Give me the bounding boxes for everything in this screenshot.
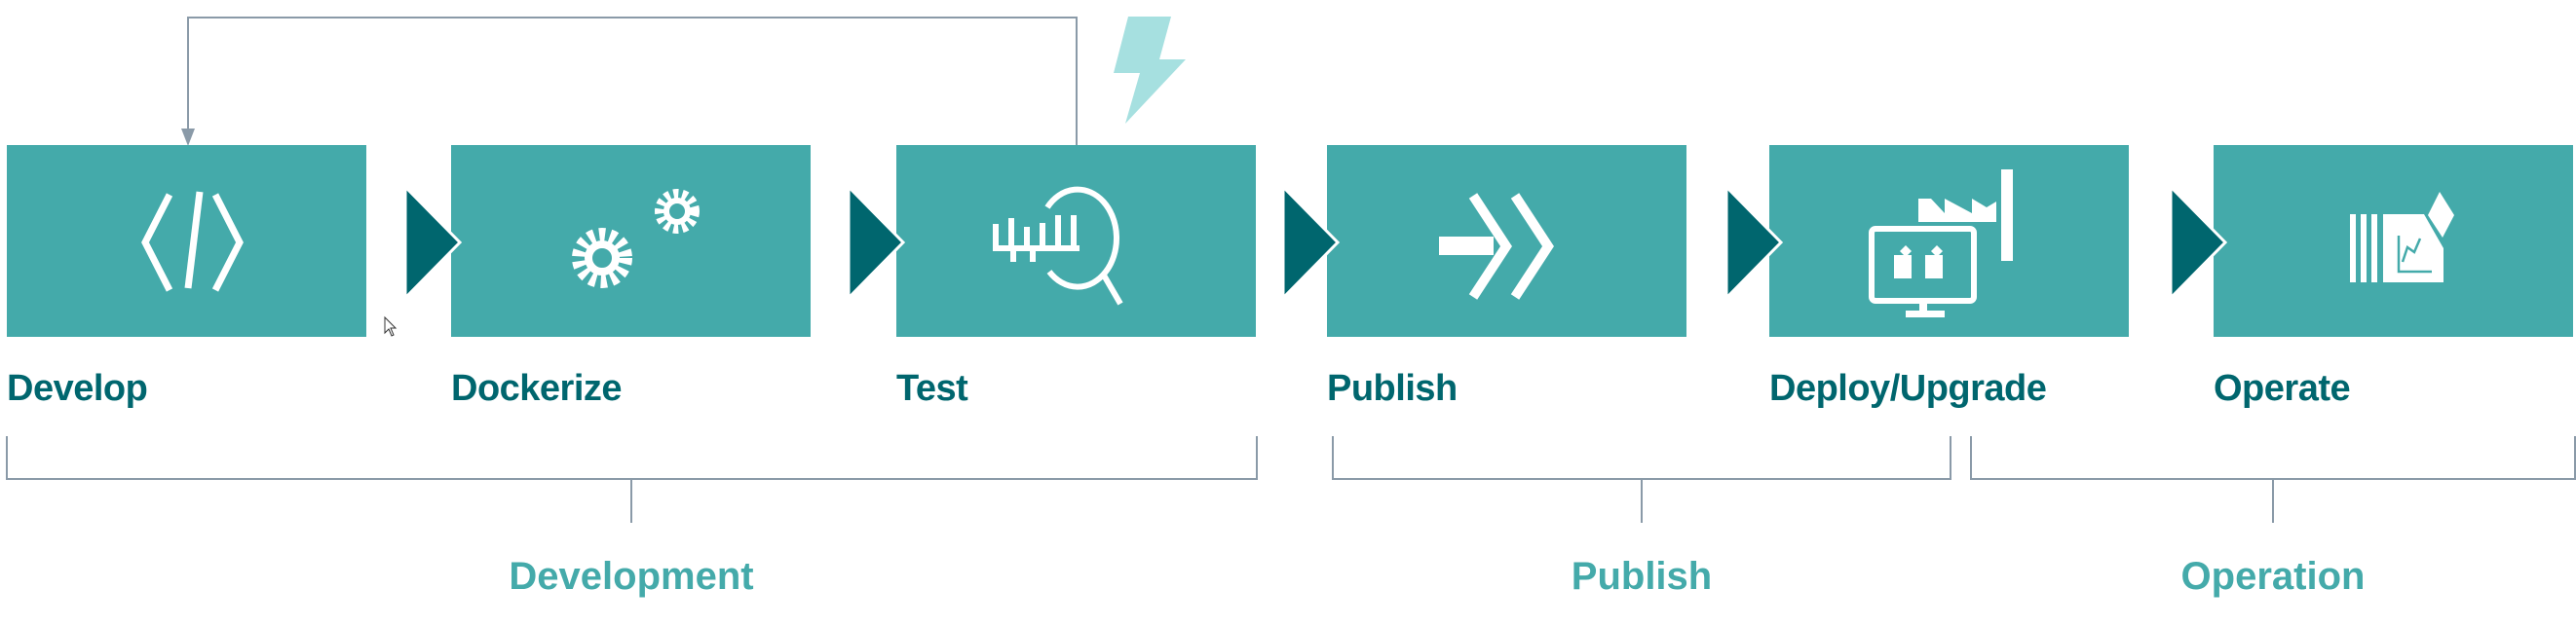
bracket-operation — [1970, 436, 2576, 523]
feedback-arrowhead — [181, 129, 195, 146]
step-label-operate: Operate — [2214, 368, 2351, 409]
step-label-test: Test — [896, 368, 968, 409]
bracket-development — [6, 436, 1258, 523]
chevron-arrow-4 — [1726, 187, 1784, 298]
factory-monitor-icon — [1869, 169, 2013, 317]
group-label-operation: Operation — [2180, 555, 2366, 598]
step-box-develop — [7, 145, 366, 337]
chevron-arrow-1 — [405, 187, 463, 298]
device-chart-icon — [2350, 192, 2454, 282]
chevron-arrow-2 — [849, 187, 906, 298]
mouse-cursor-icon — [384, 315, 398, 337]
step-label-deploy-upgrade: Deploy/Upgrade — [1769, 368, 2047, 409]
step-label-develop: Develop — [7, 368, 148, 409]
step-box-publish — [1327, 145, 1686, 337]
step-label-publish: Publish — [1327, 368, 1458, 409]
step-box-operate — [2214, 145, 2573, 337]
code-icon — [141, 191, 244, 292]
group-label-development: Development — [509, 555, 754, 598]
double-chevron-arrow-icon — [1439, 193, 1554, 300]
chart-magnifier-icon — [993, 186, 1123, 306]
chevron-arrow-3 — [1283, 187, 1341, 298]
group-label-publish: Publish — [1571, 555, 1713, 598]
step-box-deploy-upgrade — [1769, 145, 2129, 337]
bracket-publish — [1332, 436, 1951, 523]
lightning-icon — [1114, 17, 1186, 124]
chevron-arrow-5 — [2171, 187, 2228, 298]
gears-icon — [572, 189, 700, 288]
step-box-test — [896, 145, 1256, 337]
step-box-dockerize — [451, 145, 811, 337]
feedback-loop-arrow — [187, 17, 1078, 145]
step-label-dockerize: Dockerize — [451, 368, 623, 409]
